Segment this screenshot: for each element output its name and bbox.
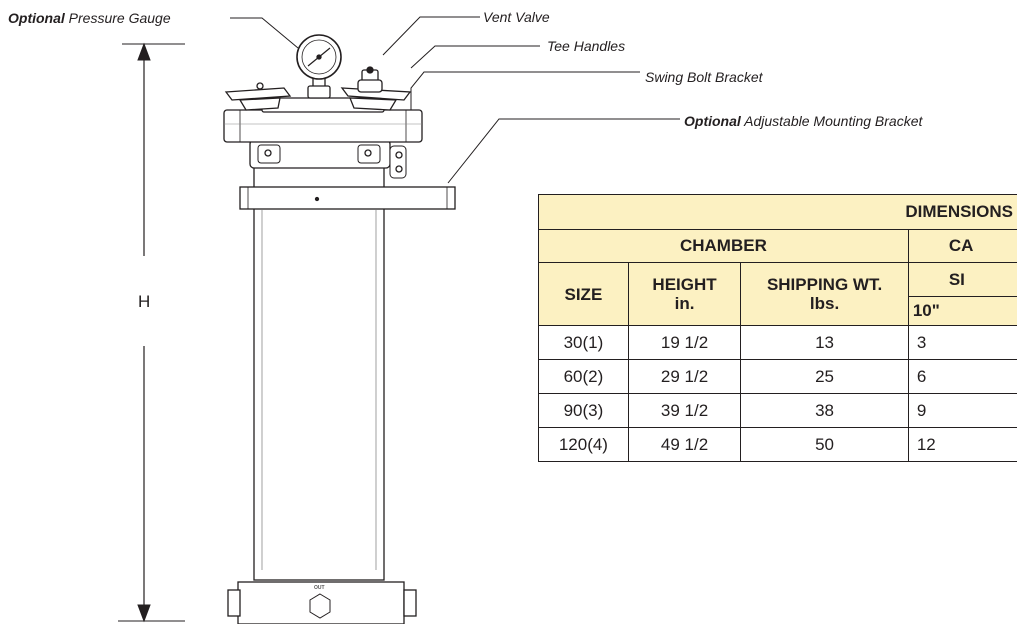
col-10-header: 10" [907, 296, 1017, 326]
height-label: H [138, 292, 150, 311]
mounting-bracket [239, 186, 456, 210]
cell-c10: 9 [907, 393, 1017, 428]
group-chamber: CHAMBER [538, 229, 909, 263]
table-row: 120(4) 49 1/2 50 12 [538, 427, 1017, 462]
cell-height: 19 1/2 [627, 325, 742, 360]
cell-weight: 38 [740, 393, 909, 428]
tee-handle-left [224, 87, 292, 101]
cell-c10: 3 [907, 325, 1017, 360]
cell-size: 60(2) [538, 359, 629, 394]
cell-height: 39 1/2 [627, 393, 742, 428]
cell-c10: 12 [907, 427, 1017, 462]
cell-size: 120(4) [538, 427, 629, 462]
table-row: 60(2) 29 1/2 25 6 [538, 359, 1017, 394]
col-size-header: SIZE [538, 262, 629, 326]
arrow-up-icon [137, 42, 151, 61]
table-row: 30(1) 19 1/2 13 3 [538, 325, 1017, 360]
callout-mounting-bracket: Optional Adjustable Mounting Bracket [684, 113, 923, 129]
callout-vent-valve: Vent Valve [483, 9, 550, 25]
callout-leaders [230, 16, 680, 184]
callout-tee-handles: Tee Handles [547, 38, 625, 54]
table-title: DIMENSIONS [538, 194, 1017, 230]
cell-c10: 6 [907, 359, 1017, 394]
housing-body [253, 159, 385, 581]
callout-swing-bolt-bracket: Swing Bolt Bracket [645, 69, 764, 85]
housing-head [223, 109, 423, 143]
col-cart-size-header: SI [907, 262, 1017, 297]
outlet-mark: OUT [314, 585, 325, 591]
cell-weight: 50 [740, 427, 909, 462]
cell-size: 90(3) [538, 393, 629, 428]
arrow-down-icon [137, 604, 151, 623]
table-row: 90(3) 39 1/2 38 9 [538, 393, 1017, 428]
cell-weight: 13 [740, 325, 909, 360]
cell-height: 29 1/2 [627, 359, 742, 394]
group-cartridge: CA [907, 229, 1017, 263]
callout-pressure-gauge: Optional Pressure Gauge [8, 10, 171, 26]
pressure-gauge-icon [296, 34, 342, 80]
cell-height: 49 1/2 [627, 427, 742, 462]
height-dimension [118, 42, 185, 623]
filter-housing [223, 34, 456, 624]
vent-valve-icon [357, 66, 383, 93]
col-weight-header: SHIPPING WT.lbs. [740, 262, 909, 326]
cell-size: 30(1) [538, 325, 629, 360]
cell-weight: 25 [740, 359, 909, 394]
